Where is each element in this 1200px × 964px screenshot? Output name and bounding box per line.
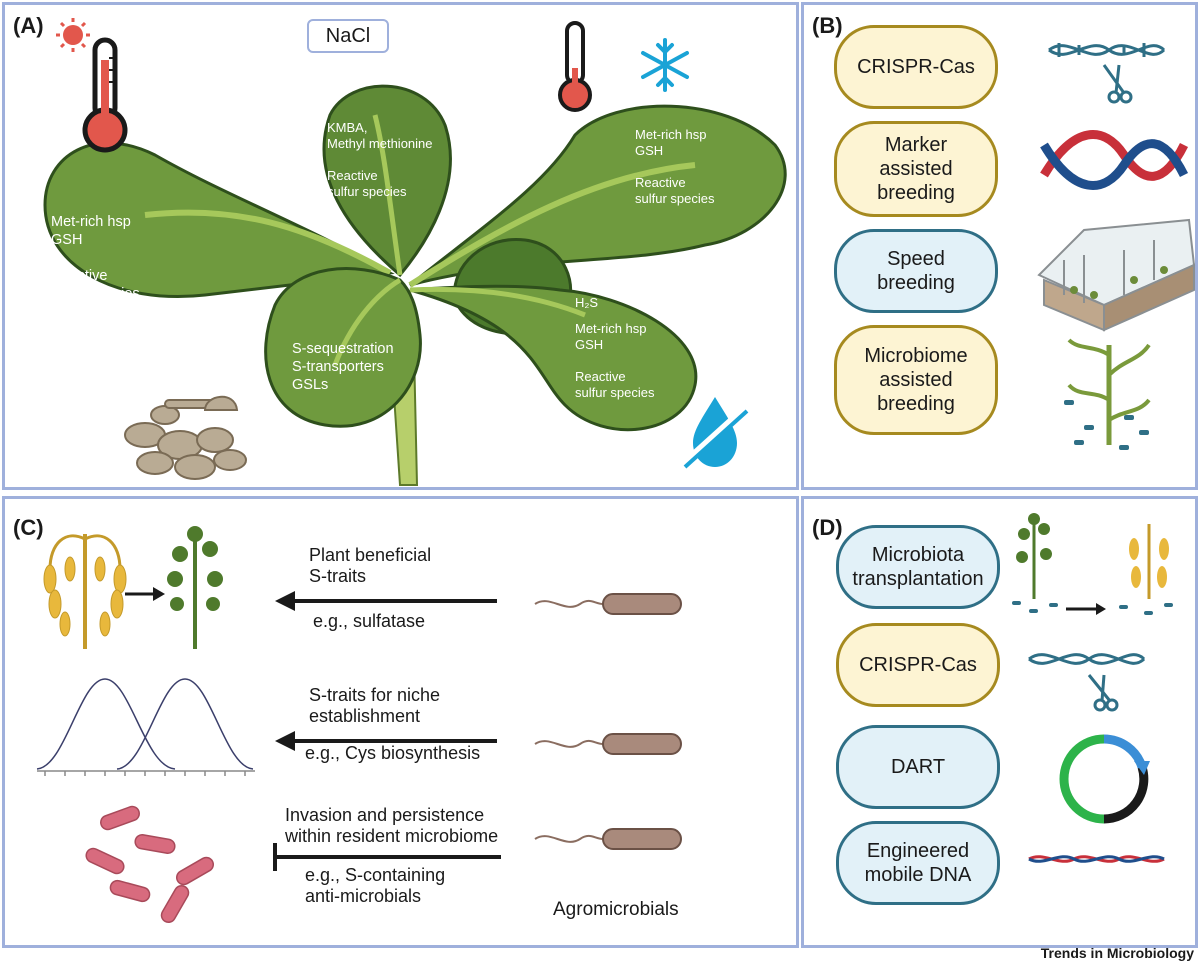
sun-icon [56,18,90,52]
bacterium-icon [534,828,682,850]
leaf-top-text: KMBA, Methyl methionine Reactive sulfur … [327,120,433,199]
dna-helix-icon [1040,130,1189,190]
bacterium-icon [534,733,682,755]
dna-scissors-icon [1048,43,1166,104]
row1-title: Plant beneficial S-traits [309,545,432,586]
speed-breeding-pill: Speed breeding [834,229,998,313]
microbiome-assisted-breeding-pill: Microbiome assisted breeding [834,325,998,435]
thermometer-cold-icon [558,21,592,112]
soil-icon [124,395,247,480]
panel-b-icons [1037,43,1196,450]
row3-example: e.g., S-containing anti-microbials [305,865,446,906]
snowflake-icon [641,38,689,92]
panel-d-icons [1012,513,1173,863]
plant-illustration [43,18,787,486]
thermometer-hot-icon [82,37,128,153]
panel-a: (A) NaCl KMBA, Methyl methionine Reactiv… [2,2,799,490]
no-water-icon [682,397,750,469]
panel-b-label: (B) [812,13,843,38]
leaf-lower-right [409,284,698,432]
panel-c-graphics [36,526,682,924]
crispr-cas-pill: CRISPR-Cas [834,25,998,109]
bacterium-icon [534,593,682,615]
panel-d: (D) Microbiota transplantation CRISPR-Ca… [801,496,1198,948]
marker-assisted-breeding-pill: Marker assisted breeding [834,121,998,217]
leaf-upper-right-text: Met-rich hsp GSH Reactive sulfur species [635,127,715,206]
agromicrobials-label: Agromicrobials [553,899,679,920]
crispr-cas-pill-d: CRISPR-Cas [836,623,1000,707]
dart-pill: DART [836,725,1000,809]
leaf-left [43,141,395,298]
niche-distribution-icon [36,678,255,776]
wilted-plant-icon [43,534,127,649]
nacl-label: NaCl [307,19,389,53]
leaf-left-text: Met-rich hsp GSH Reactive sulfur species [51,214,140,302]
plasmid-icon [1059,734,1150,824]
greenhouse-icon [1037,218,1196,332]
healthy-plant-icon [167,526,223,649]
row3-title: Invasion and persistence within resident… [285,805,499,846]
arrow-row2 [275,731,497,751]
row2-title: S-traits for niche establishment [309,685,441,726]
panel-c-label: (C) [13,515,44,540]
inhibition-row3 [273,843,501,871]
arrow-row1 [275,591,497,611]
plants-transplant-icon [1012,513,1173,615]
leaf-lower-right-text: Met-rich hsp GSH Reactive sulfur species [575,321,655,400]
dna-scissors-icon [1028,653,1146,712]
recovery-arrow-icon [125,587,165,601]
microbiota-transplantation-pill: Microbiota transplantation [836,525,1000,609]
panel-c: (C) [2,496,799,948]
panel-b: (B) CRISPR-Cas Marker assisted breeding … [801,2,1198,490]
plant-microbes-icon [1064,338,1151,450]
panel-a-label: (A) [13,13,44,38]
h2s-text: H₂S [575,295,599,310]
leaf-center-text: S-sequestration S-transporters GSLs [292,341,394,393]
row1-example: e.g., sulfatase [313,611,426,631]
engineered-mobile-dna-pill: Engineered mobile DNA [836,821,1000,905]
panel-d-label: (D) [812,515,843,540]
journal-footer: Trends in Microbiology [1040,945,1194,961]
leaf-upper-right [409,104,787,287]
row2-example: e.g., Cys biosynthesis [305,743,481,763]
dna-strand-icon [1028,855,1165,863]
resident-microbes-icon [85,805,215,924]
